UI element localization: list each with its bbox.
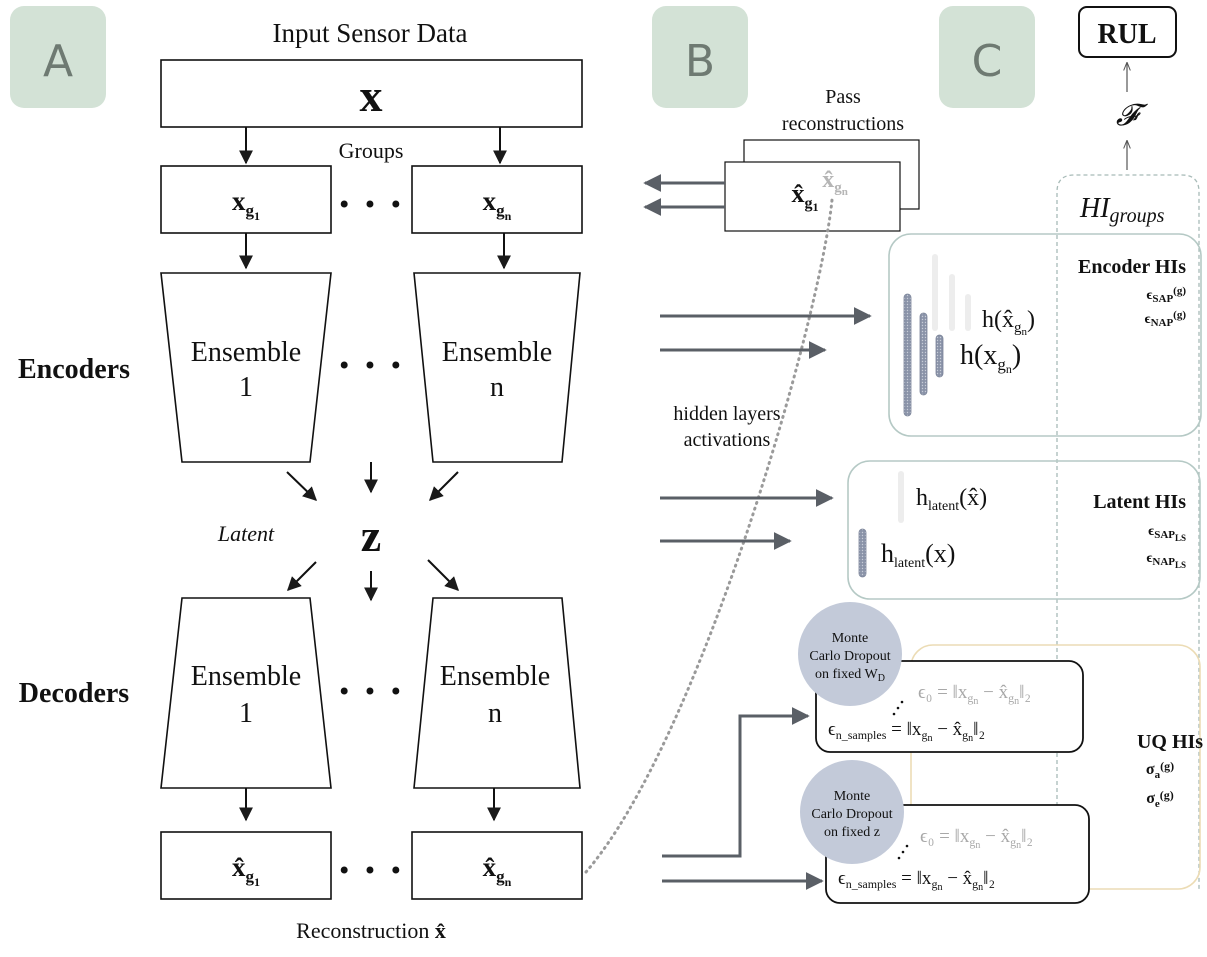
group-box-1 — [160, 165, 332, 234]
encoder-1-word: Ensemble — [191, 337, 301, 368]
eq-en-wd: ϵn_samples = ‖xgn − x̂gn‖₂ — [828, 719, 985, 744]
encoder-1-index: 1 — [239, 372, 253, 403]
panel-b-letter: B — [685, 36, 715, 87]
decoder-1-index: 1 — [239, 698, 253, 729]
decoders-label: Decoders — [19, 678, 130, 709]
eq-dot — [905, 844, 909, 848]
encoder-n-index: n — [490, 372, 504, 403]
ellipsis-decoders: • • • — [337, 678, 405, 706]
panel-c-badge: C — [939, 6, 1035, 108]
ellipsis-recon: • • • — [337, 857, 405, 885]
eq-dot — [892, 712, 896, 716]
panel-a-badge: A — [10, 6, 106, 108]
eq-e0-wd: ϵ₀ = ‖xgn − x̂gn‖₂ — [918, 682, 1031, 707]
activation-bar-recon — [965, 294, 971, 331]
group-box-n — [411, 165, 583, 234]
group-n-label: xgn — [483, 186, 512, 223]
hidden-label-2: activations — [684, 429, 771, 451]
h-latent-xhat: hlatent(x̂) — [916, 485, 987, 514]
latent-bar-recon — [898, 471, 904, 523]
recon-label: Reconstruction x̂ — [296, 918, 446, 943]
passed-recon-back-label: x̂gn — [822, 167, 848, 198]
decoder-n-index: n — [488, 698, 502, 729]
arrow-enc1-z — [286, 471, 318, 501]
groups-label: Groups — [339, 138, 404, 163]
mc-z-line3: on fixed z — [824, 825, 880, 840]
latent-his-box — [847, 460, 1201, 600]
hi-groups-label: HIgroups — [1079, 193, 1165, 227]
h-x-gn: h(xgn) — [960, 340, 1021, 376]
decoder-ensemble-1 — [160, 597, 332, 789]
metric-nap-g: ϵNAP(g) — [1145, 309, 1187, 329]
encoder-his-title: Encoder HIs — [1078, 256, 1186, 278]
ellipsis-groups: • • • — [337, 191, 405, 219]
eq-dot — [897, 856, 901, 860]
recon-box-n — [411, 831, 583, 900]
passed-recon-front — [724, 161, 901, 232]
activation-bar-recon — [932, 254, 938, 331]
activation-bar-recon — [949, 274, 955, 331]
recon-n-label: x̂gn — [483, 852, 512, 889]
activation-bar — [935, 334, 944, 378]
mc-z-line2: Carlo Dropout — [811, 807, 892, 822]
input-sensor-title: Input Sensor Data — [273, 18, 468, 48]
uq-his-title: UQ HIs — [1137, 731, 1203, 753]
ellipsis-encoders: • • • — [337, 352, 405, 380]
decoder-n-word: Ensemble — [440, 661, 550, 692]
panel-c-letter: C — [972, 36, 1003, 87]
mc-dropout-z-circle — [800, 760, 904, 864]
decoder-1-word: Ensemble — [191, 661, 301, 692]
mc-z-line1: Monte — [834, 789, 871, 804]
h-latent-x: hlatent(x) — [881, 539, 955, 571]
metric-sigma-a: σa(g) — [1146, 759, 1174, 781]
rul-label: RUL — [1097, 19, 1156, 50]
mc-dropout-wd-circle — [798, 602, 902, 706]
mc-wd-line3: on fixed WD — [815, 667, 885, 684]
arrow-z-dec1 — [287, 561, 317, 591]
metric-nap-ls: ϵNAPLS — [1146, 551, 1186, 570]
metric-sap-g: ϵSAP(g) — [1146, 285, 1186, 305]
metric-sap-ls: ϵSAPLS — [1148, 524, 1186, 543]
latent-z: z — [361, 510, 381, 561]
pass-label-1: Pass — [825, 86, 861, 108]
mc-wd-line2: Carlo Dropout — [809, 649, 890, 664]
arrow-z-decn — [427, 559, 459, 591]
panel-b-badge: B — [652, 6, 748, 108]
encoder-ensemble-1 — [160, 272, 332, 463]
arrow-encn-z — [429, 471, 459, 501]
eq-dot — [901, 850, 905, 854]
group-1-label: xg1 — [232, 186, 260, 223]
encoder-n-word: Ensemble — [442, 337, 552, 368]
arrow-uq-wd — [662, 707, 810, 858]
metric-sigma-e: σe(g) — [1146, 788, 1174, 810]
input-box — [160, 59, 583, 128]
eq-en-z: ϵn_samples = ‖xgn − x̂gn‖₂ — [838, 868, 995, 893]
eq-e0-z: ϵ₀ = ‖xgn − x̂gn‖₂ — [920, 826, 1033, 851]
encoders-label: Encoders — [18, 354, 130, 385]
latent-bar — [858, 528, 867, 578]
decoder-ensemble-n — [413, 597, 581, 789]
activation-bar — [903, 293, 912, 417]
recon-1-label: x̂g1 — [232, 852, 260, 889]
latent-label: Latent — [217, 521, 275, 546]
mc-wd-line1: Monte — [832, 631, 869, 646]
dotted-recon-link — [584, 198, 834, 874]
passed-recon-front-label: x̂g1 — [792, 179, 819, 214]
pass-label-2: reconstructions — [782, 113, 904, 135]
encoder-his-box — [888, 233, 1202, 437]
latent-his-title: Latent HIs — [1093, 491, 1186, 513]
mapping-f: 𝓕 — [1116, 99, 1149, 132]
hi-groups-container — [1056, 174, 1200, 890]
input-x: x — [360, 70, 383, 121]
encoder-ensemble-n — [413, 272, 581, 463]
activation-bar — [919, 312, 928, 396]
panel-a-letter: A — [43, 36, 73, 87]
hidden-label-1: hidden layers — [673, 403, 780, 425]
eq-dot — [900, 700, 904, 704]
recon-box-1 — [160, 831, 332, 900]
h-xhat-gn: h(x̂gn) — [982, 307, 1035, 338]
eq-dot — [896, 706, 900, 710]
rul-box — [1078, 6, 1177, 58]
